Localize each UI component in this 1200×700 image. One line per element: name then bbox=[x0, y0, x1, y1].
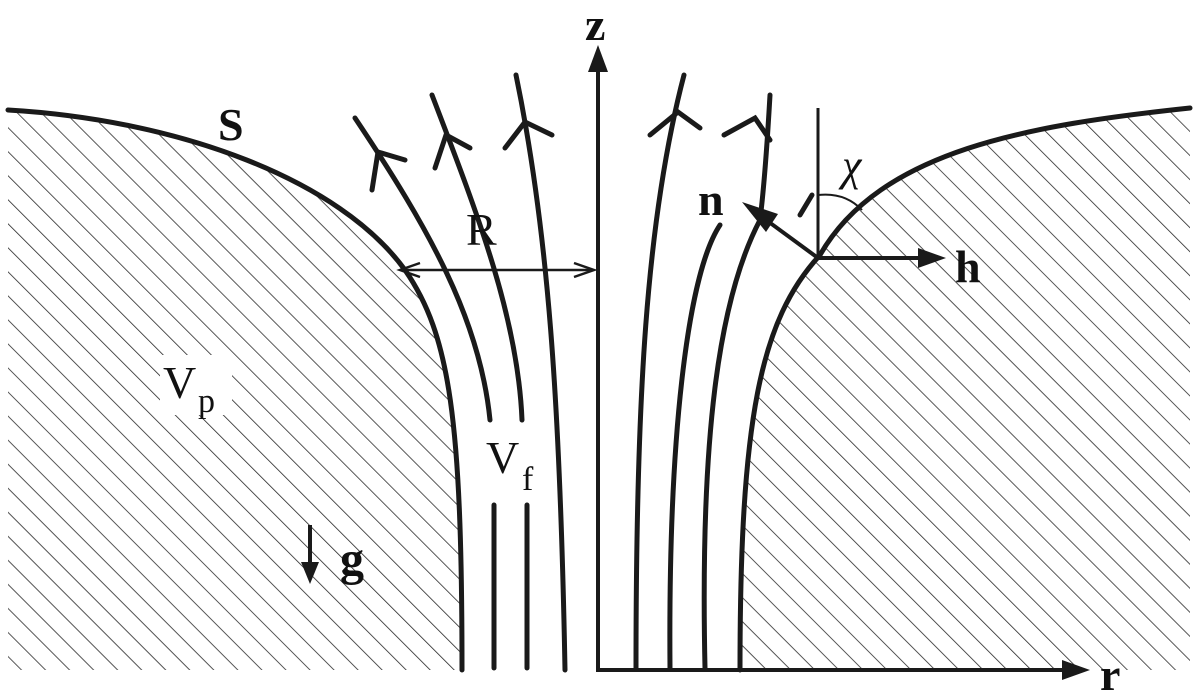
volume-f-label: V f bbox=[484, 425, 548, 498]
streamline-right-1 bbox=[633, 72, 687, 671]
streamline-left-2 bbox=[429, 92, 525, 423]
streamline-right-3 bbox=[701, 92, 773, 671]
streamline-left-3 bbox=[513, 72, 568, 673]
streamline-right-4-dashed bbox=[797, 192, 815, 218]
streamline-right-2 bbox=[667, 222, 723, 671]
right-interface-curve bbox=[737, 105, 1193, 673]
z-axis-arrowhead bbox=[588, 45, 608, 72]
r-axis-label: r bbox=[1100, 649, 1120, 700]
volume-p-subscript: p bbox=[198, 383, 215, 420]
volume-f-subscript: f bbox=[522, 461, 534, 498]
arrowhead-left-2 bbox=[432, 131, 473, 171]
arrowhead-left-1 bbox=[369, 148, 408, 193]
volume-p-label: V p bbox=[160, 355, 232, 420]
left-streamlines bbox=[352, 72, 568, 673]
angle-arc bbox=[817, 193, 863, 211]
volume-f-main: V bbox=[486, 432, 519, 483]
field-label: h bbox=[955, 241, 981, 292]
radius-arrow-left bbox=[396, 261, 421, 279]
arrowhead-left-3 bbox=[502, 118, 555, 151]
radius-arrow-right bbox=[573, 261, 598, 279]
right-streamlines bbox=[633, 72, 815, 671]
streamline-left-1 bbox=[352, 115, 493, 423]
left-hatched-region bbox=[8, 110, 462, 670]
right-hatched-region bbox=[740, 108, 1190, 670]
arrowhead-right-2 bbox=[721, 114, 773, 143]
gravity-label: g bbox=[340, 533, 364, 586]
surface-label: S bbox=[218, 99, 244, 150]
radius-label: R bbox=[466, 204, 497, 255]
field-vector-arrowhead bbox=[918, 248, 946, 268]
gravity-vector-arrowhead bbox=[301, 562, 319, 584]
r-axis-arrowhead bbox=[1062, 660, 1090, 680]
angle-label: χ bbox=[838, 141, 863, 190]
normal-vector-arrowhead bbox=[742, 202, 778, 232]
normal-label: n bbox=[698, 174, 724, 225]
arrowhead-right-1 bbox=[647, 108, 703, 138]
volume-p-main: V bbox=[163, 357, 196, 408]
z-axis-label: z bbox=[585, 0, 605, 50]
